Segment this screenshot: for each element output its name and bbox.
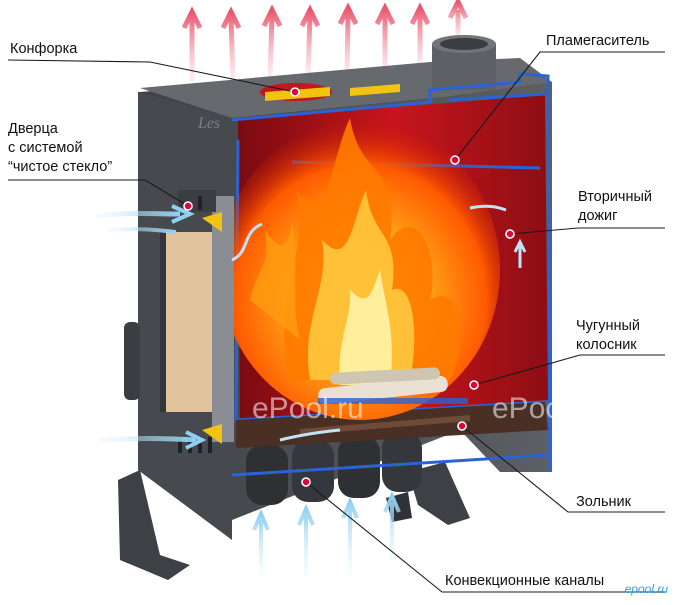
flames	[220, 118, 500, 420]
label-vtorichny-line2: дожиг	[578, 208, 618, 224]
label-vtorichny-line1: Вторичный	[578, 189, 652, 205]
label-konvekcia: Конвекционные каналы	[445, 573, 605, 589]
label-dverca-line3: “чистое стекло”	[8, 159, 113, 175]
air-arrows	[95, 204, 527, 578]
label-dverca-line1: Дверца	[8, 121, 58, 137]
corner-watermark: epool.ru	[624, 582, 668, 596]
label-konforka: Конфорка	[10, 41, 78, 57]
watermark: ePool.ru	[14, 392, 126, 425]
label-kolosnik-line1: Чугунный	[576, 318, 640, 334]
watermark: ePool.ru	[492, 392, 604, 425]
label-kolosnik-line2: колосник	[576, 337, 637, 353]
label-plamegasitel: Пламегаситель	[546, 33, 650, 49]
label-zolnik: Зольник	[576, 494, 631, 510]
label-dverca-line2: с системой	[8, 140, 83, 156]
watermark: ePool.ru	[252, 392, 364, 425]
door-glass	[166, 232, 218, 412]
leader-lines	[7, 51, 665, 593]
brand-engraving: Les	[197, 115, 220, 132]
markers	[183, 87, 515, 487]
